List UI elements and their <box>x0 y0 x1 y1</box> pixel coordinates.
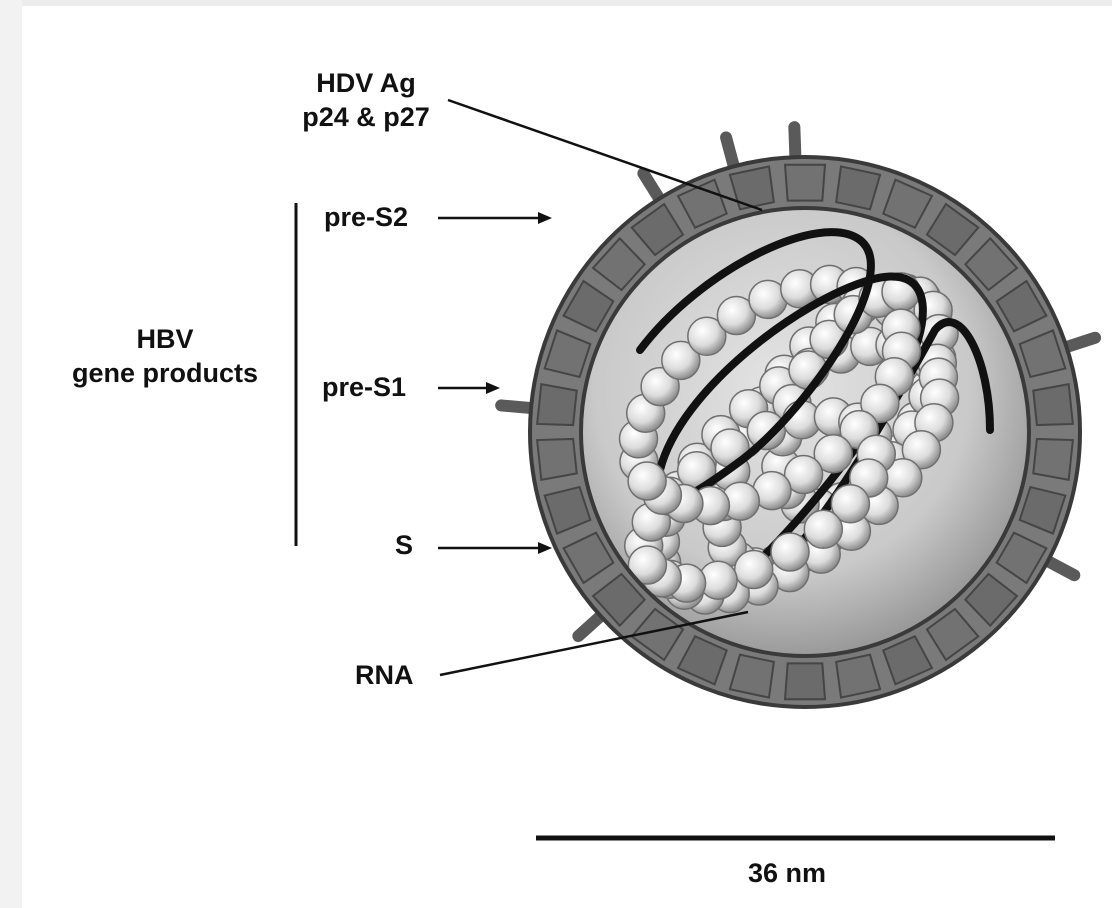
pre-s1-arrowhead <box>486 382 500 394</box>
s-label: S <box>395 528 413 562</box>
hdv-ag-label-line1: HDV Ag <box>266 66 466 100</box>
envelope-tile <box>785 165 825 201</box>
hbv-gene-products-label: HBV gene products <box>40 322 290 390</box>
hdag-bead <box>771 533 809 571</box>
hbv-label-line1: HBV <box>40 322 290 356</box>
hdv-ag-label: HDV Ag p24 & p27 <box>266 66 466 134</box>
hdv-ag-label-line2: p24 & p27 <box>266 100 466 134</box>
envelope-tile <box>537 384 577 425</box>
pre-s2-label: pre-S2 <box>324 200 408 234</box>
hdag-bead <box>628 462 666 500</box>
hdag-bead <box>735 551 773 589</box>
envelope-tile <box>537 439 577 480</box>
hdv-ag-leader-line <box>448 100 762 210</box>
envelope-tile <box>1033 384 1073 425</box>
s-arrowhead <box>538 542 552 554</box>
envelope-tile <box>785 663 825 699</box>
envelope-tile <box>1033 439 1073 480</box>
hdag-bead <box>804 510 842 548</box>
hbv-label-line2: gene products <box>40 356 290 390</box>
rna-label: RNA <box>355 658 414 692</box>
pre-s1-label: pre-S1 <box>322 370 406 404</box>
pre-s2-arrowhead <box>538 212 552 224</box>
scale-label: 36 nm <box>748 856 826 890</box>
